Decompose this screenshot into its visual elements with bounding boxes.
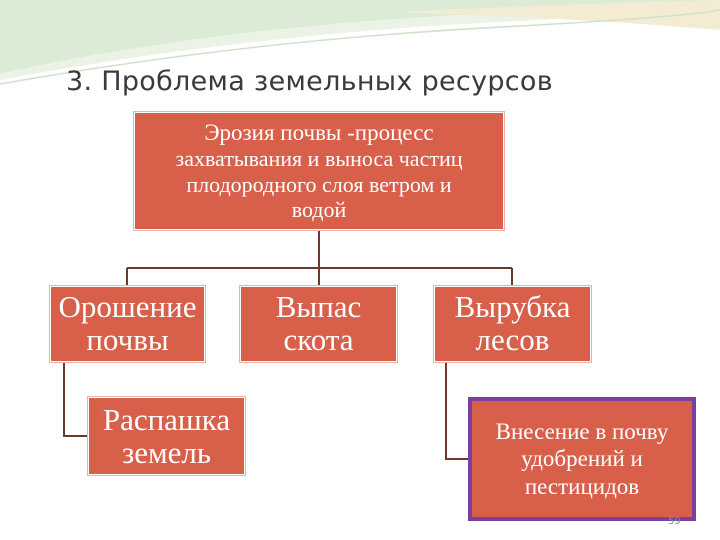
- erosion-line-4: водой: [291, 196, 347, 222]
- header-wave-sand: [400, 0, 720, 30]
- node-felling: Вырубка лесов: [434, 286, 591, 362]
- erosion-line-3: плодородного слоя ветром и: [186, 171, 452, 197]
- slide-number: 59: [668, 516, 681, 527]
- node-irrigation: Орошение почвы: [50, 286, 205, 362]
- connector-felling-to-fertilizer: [445, 362, 468, 460]
- felling-line-1: Вырубка: [454, 289, 571, 325]
- node-fertilizer: Внесение в почву удобрений и пестицидов: [468, 397, 696, 521]
- erosion-line-1: Эрозия почвы -процесс: [204, 120, 433, 146]
- header-decoration: [0, 0, 720, 85]
- header-wave-green: [0, 0, 720, 74]
- header-wave-line: [0, 9, 720, 85]
- fertilizer-line-3: пестицидов: [524, 473, 640, 499]
- felling-line-2: лесов: [475, 322, 550, 357]
- slide-title: 3. Проблема земельных ресурсов: [66, 66, 553, 97]
- connector-irrigation-to-plowing: [63, 362, 88, 437]
- grazing-line-2: скота: [283, 322, 354, 357]
- grazing-line-1: Выпас: [275, 289, 362, 325]
- plowing-line-2: земель: [122, 435, 211, 470]
- node-grazing: Выпас скота: [240, 286, 397, 362]
- fertilizer-line-1: Внесение в почву: [495, 418, 669, 444]
- node-plowing: Распашка земель: [88, 397, 245, 475]
- erosion-term: Эрозия почвы: [204, 119, 342, 145]
- irrigation-line-1: Орошение: [58, 289, 197, 325]
- plowing-line-1: Распашка: [102, 401, 231, 437]
- irrigation-line-2: почвы: [86, 322, 169, 357]
- erosion-definition-start: -процесс: [341, 119, 434, 145]
- erosion-line-2: захватывания и выноса частиц: [175, 146, 463, 172]
- node-erosion: Эрозия почвы -процесс захватывания и вын…: [134, 112, 504, 230]
- fertilizer-line-2: удобрений и: [521, 446, 643, 472]
